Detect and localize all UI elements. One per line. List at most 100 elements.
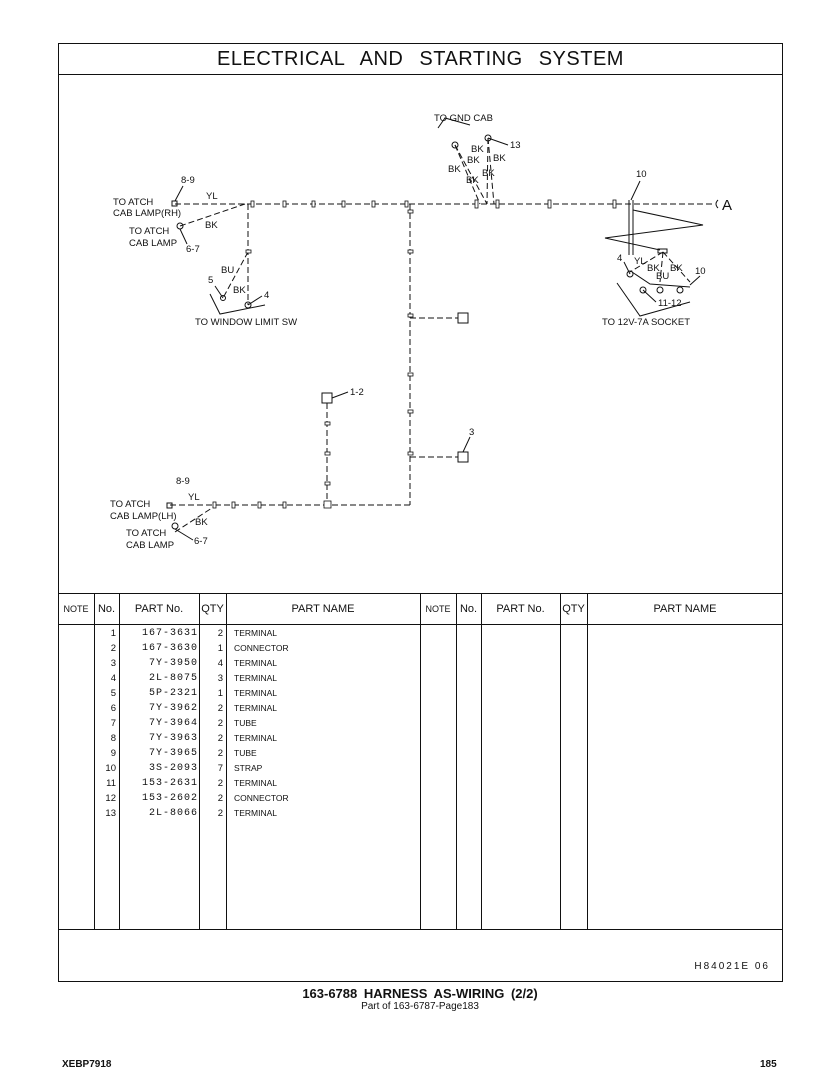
cell-no: 4 bbox=[110, 673, 116, 684]
cell-qty: 7 bbox=[217, 763, 223, 774]
cell-qty: 3 bbox=[217, 673, 223, 684]
header-part-no: PART No. bbox=[496, 603, 545, 615]
label-cab-lamp-rh: CAB LAMP(RH) bbox=[113, 208, 181, 219]
label-to-gnd-cab: TO GND CAB bbox=[434, 113, 493, 124]
wire-color-bk: BK bbox=[466, 175, 479, 186]
cell-name: TUBE bbox=[234, 748, 257, 758]
cell-part-no: 7Y-3964 bbox=[148, 718, 198, 729]
cell-qty: 4 bbox=[217, 658, 223, 669]
cell-part-no: 2L-8066 bbox=[148, 808, 198, 819]
cell-qty: 2 bbox=[217, 703, 223, 714]
cell-name: TUBE bbox=[234, 718, 257, 728]
header-no: No. bbox=[97, 603, 116, 615]
cell-name: TERMINAL bbox=[234, 658, 277, 668]
diagram-labels: TO GND CAB 13 BK BK BK BK BK BK 10 A 8-9… bbox=[110, 113, 732, 551]
cell-no: 8 bbox=[110, 733, 116, 744]
page-frame bbox=[58, 43, 783, 982]
cell-part-no: 7Y-3963 bbox=[148, 733, 198, 744]
continuation-ref-a: A bbox=[722, 197, 732, 214]
cell-qty: 2 bbox=[217, 628, 223, 639]
cell-no: 5 bbox=[110, 688, 116, 699]
wire-color-bk: BK bbox=[195, 517, 208, 528]
cell-qty: 2 bbox=[217, 733, 223, 744]
callout-8-9: 8-9 bbox=[181, 175, 195, 186]
cell-no: 11 bbox=[106, 778, 116, 789]
label-to-atch: TO ATCH bbox=[129, 226, 169, 237]
connectors-and-terminals bbox=[166, 134, 691, 530]
wire-color-yl: YL bbox=[206, 191, 218, 202]
cell-no: 13 bbox=[105, 808, 116, 819]
col-divider bbox=[94, 594, 95, 929]
page-number: 185 bbox=[760, 1059, 777, 1070]
cell-part-no: 167-3630 bbox=[141, 643, 198, 654]
cell-part-no: 2L-8075 bbox=[148, 673, 198, 684]
cell-name: STRAP bbox=[234, 763, 263, 773]
cell-qty: 2 bbox=[217, 718, 223, 729]
wire-color-bu: BU bbox=[656, 271, 669, 282]
cell-name: TERMINAL bbox=[234, 628, 277, 638]
header-part-name: PART NAME bbox=[291, 603, 355, 615]
callout-6-7: 6-7 bbox=[194, 536, 208, 547]
cell-part-no: 167-3631 bbox=[141, 628, 198, 639]
cell-no: 10 bbox=[105, 763, 116, 774]
header-note: NOTE bbox=[63, 604, 89, 614]
cell-name: CONNECTOR bbox=[234, 643, 289, 653]
cell-part-no: 7Y-3950 bbox=[148, 658, 198, 669]
col-divider bbox=[456, 594, 457, 929]
cell-name: TERMINAL bbox=[234, 808, 277, 818]
cell-qty: 2 bbox=[217, 793, 223, 804]
cell-name: TERMINAL bbox=[234, 778, 277, 788]
label-to-window-limit-sw: TO WINDOW LIMIT SW bbox=[195, 317, 297, 328]
wire-color-yl: YL bbox=[188, 492, 200, 503]
harness-wires bbox=[170, 137, 715, 533]
label-to-atch: TO ATCH bbox=[113, 197, 153, 208]
callout-1-2: 1-2 bbox=[350, 387, 364, 398]
header-qty: QTY bbox=[562, 603, 585, 615]
label-to-socket: TO 12V-7A SOCKET bbox=[602, 317, 690, 328]
cell-part-no: 153-2602 bbox=[141, 793, 198, 804]
wire-color-yl: YL bbox=[634, 256, 646, 267]
col-divider bbox=[119, 594, 120, 929]
cell-name: TERMINAL bbox=[234, 703, 277, 713]
callout-4: 4 bbox=[617, 253, 622, 264]
header-no: No. bbox=[459, 603, 478, 615]
cell-part-no: 5P-2321 bbox=[148, 688, 198, 699]
callout-11-12: 11-12 bbox=[658, 298, 682, 309]
label-cab-lamp: CAB LAMP bbox=[129, 238, 177, 249]
callout-4: 4 bbox=[264, 290, 269, 301]
header-divider bbox=[58, 624, 783, 625]
cell-qty: 2 bbox=[217, 778, 223, 789]
wire-color-bk: BK bbox=[482, 168, 495, 179]
callout-13: 13 bbox=[510, 140, 521, 151]
cell-qty: 2 bbox=[217, 748, 223, 759]
callout-6-7: 6-7 bbox=[186, 244, 200, 255]
label-to-atch: TO ATCH bbox=[126, 528, 166, 539]
cell-no: 6 bbox=[110, 703, 116, 714]
cell-name: TERMINAL bbox=[234, 673, 277, 683]
subcaption: Part of 163-6787-Page183 bbox=[361, 1001, 479, 1012]
cell-no: 7 bbox=[110, 718, 116, 729]
cell-part-no: 153-2631 bbox=[141, 778, 198, 789]
col-divider bbox=[560, 594, 561, 929]
cell-name: TERMINAL bbox=[234, 688, 277, 698]
cell-no: 12 bbox=[105, 793, 116, 804]
page-title: ELECTRICAL AND STARTING SYSTEM bbox=[58, 43, 783, 75]
cell-no: 3 bbox=[110, 658, 116, 669]
cell-part-no: 7Y-3965 bbox=[148, 748, 198, 759]
col-divider bbox=[481, 594, 482, 929]
wire-color-bk: BK bbox=[448, 164, 461, 175]
callout-10: 10 bbox=[695, 266, 706, 277]
doc-id: XEBP7918 bbox=[62, 1059, 112, 1070]
illustration-code: H84021E 06 bbox=[694, 961, 770, 972]
wire-color-bk: BK bbox=[467, 155, 480, 166]
cell-no: 2 bbox=[110, 643, 116, 654]
header-note: NOTE bbox=[425, 604, 451, 614]
wire-color-bk: BK bbox=[471, 144, 484, 155]
col-divider bbox=[420, 594, 421, 929]
wire-color-bk: BK bbox=[647, 263, 660, 274]
cell-no: 1 bbox=[110, 628, 116, 639]
header-part-name: PART NAME bbox=[653, 603, 717, 615]
cell-qty: 1 bbox=[217, 643, 223, 654]
wire-color-bk: BK bbox=[670, 263, 683, 274]
